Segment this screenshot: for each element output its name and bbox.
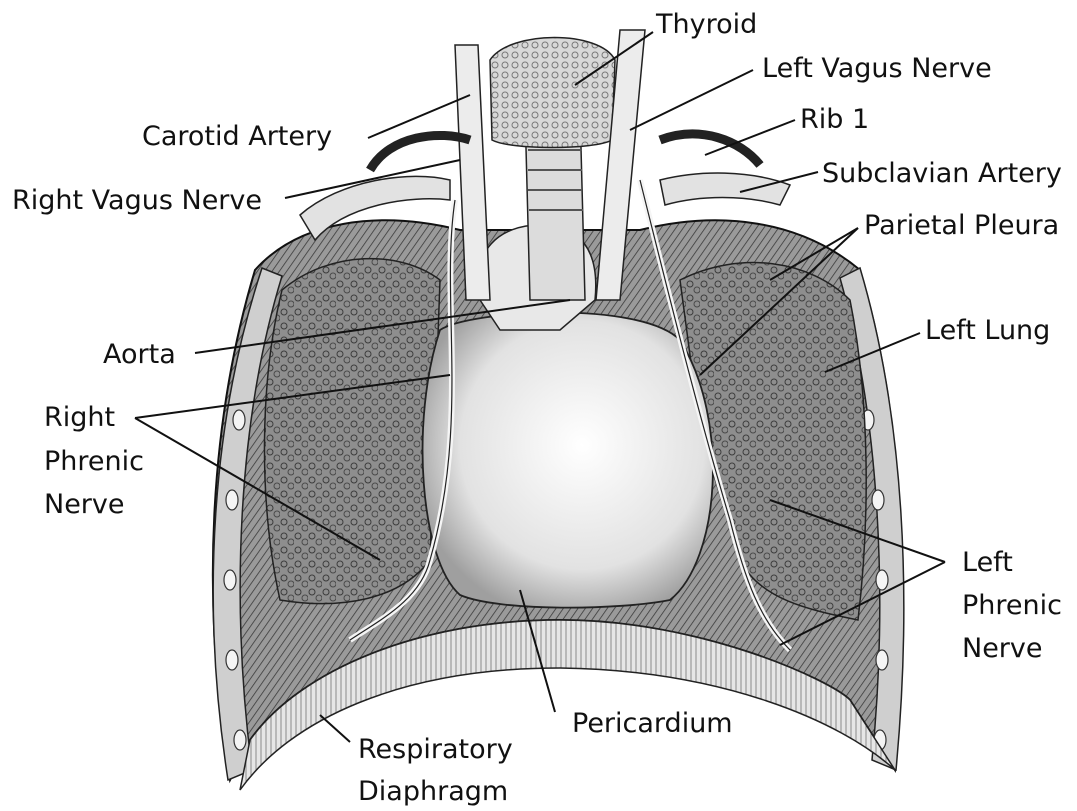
label-left-phrenic-line-1: Left: [962, 541, 1013, 584]
label-right-vagus-nerve: Right Vagus Nerve: [12, 180, 262, 221]
label-carotid-artery: Carotid Artery: [142, 116, 332, 157]
right-lung: [264, 259, 440, 604]
label-left-phrenic-line-3: Nerve: [962, 627, 1043, 670]
label-left-phrenic-line-2: Phrenic: [962, 584, 1062, 627]
label-right-phrenic-line-1: Right: [44, 396, 115, 439]
label-right-phrenic-line-3: Nerve: [44, 483, 125, 526]
left-subclavian: [660, 173, 790, 205]
rib-1-right: [370, 135, 470, 170]
label-diaphragm-line-1: Respiratory: [358, 728, 513, 771]
heart-pericardium: [423, 313, 713, 608]
label-pericardium: Pericardium: [572, 703, 733, 744]
label-parietal-pleura: Parietal Pleura: [864, 205, 1059, 246]
label-left-vagus-nerve: Left Vagus Nerve: [762, 48, 992, 89]
label-diaphragm-line-2: Diaphragm: [358, 770, 508, 811]
thyroid-gland: [490, 38, 615, 148]
label-thyroid: Thyroid: [656, 4, 757, 45]
label-right-phrenic-line-2: Phrenic: [44, 440, 144, 483]
label-subclavian-artery: Subclavian Artery: [822, 153, 1062, 194]
label-left-lung: Left Lung: [925, 310, 1050, 351]
label-aorta: Aorta: [103, 334, 176, 375]
label-rib-1: Rib 1: [800, 99, 869, 140]
